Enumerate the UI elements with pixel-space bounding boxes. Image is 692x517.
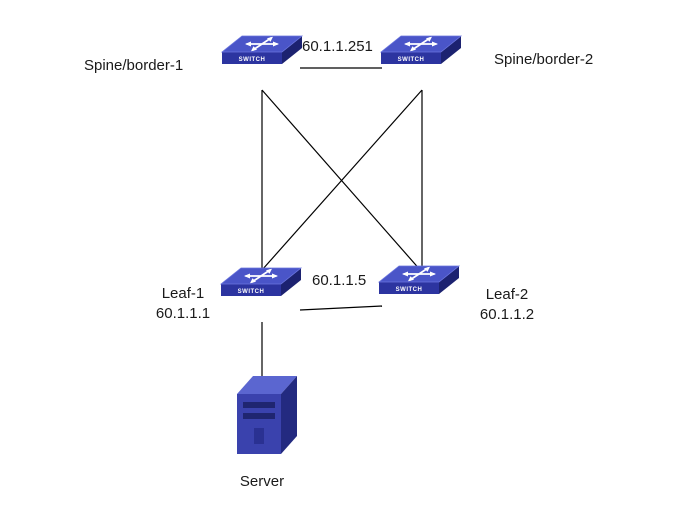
leaf1-ip: 60.1.1.1 — [155, 305, 211, 322]
leaf1-name: Leaf-1 — [161, 285, 205, 302]
switch-icon — [221, 35, 303, 65]
link-spine1-leaf2 — [261, 89, 423, 273]
spine-peer-ip: 60.1.1.251 — [302, 38, 373, 55]
server-icon — [237, 376, 297, 454]
switch-icon — [380, 35, 462, 65]
leaf2-ip: 60.1.1.2 — [479, 306, 535, 323]
switch-icon — [378, 265, 460, 295]
server-name: Server — [239, 473, 285, 490]
leaf-peer-ip: 60.1.1.5 — [312, 272, 367, 289]
spine1-name: Spine/border-1 — [84, 57, 184, 74]
leaf2-name: Leaf-2 — [485, 286, 529, 303]
link-leaf1-leaf2 — [299, 305, 383, 311]
links — [261, 67, 423, 385]
spine2-name: Spine/border-2 — [494, 51, 594, 68]
switch-icon — [220, 267, 302, 297]
link-spine2-leaf1 — [261, 89, 423, 271]
